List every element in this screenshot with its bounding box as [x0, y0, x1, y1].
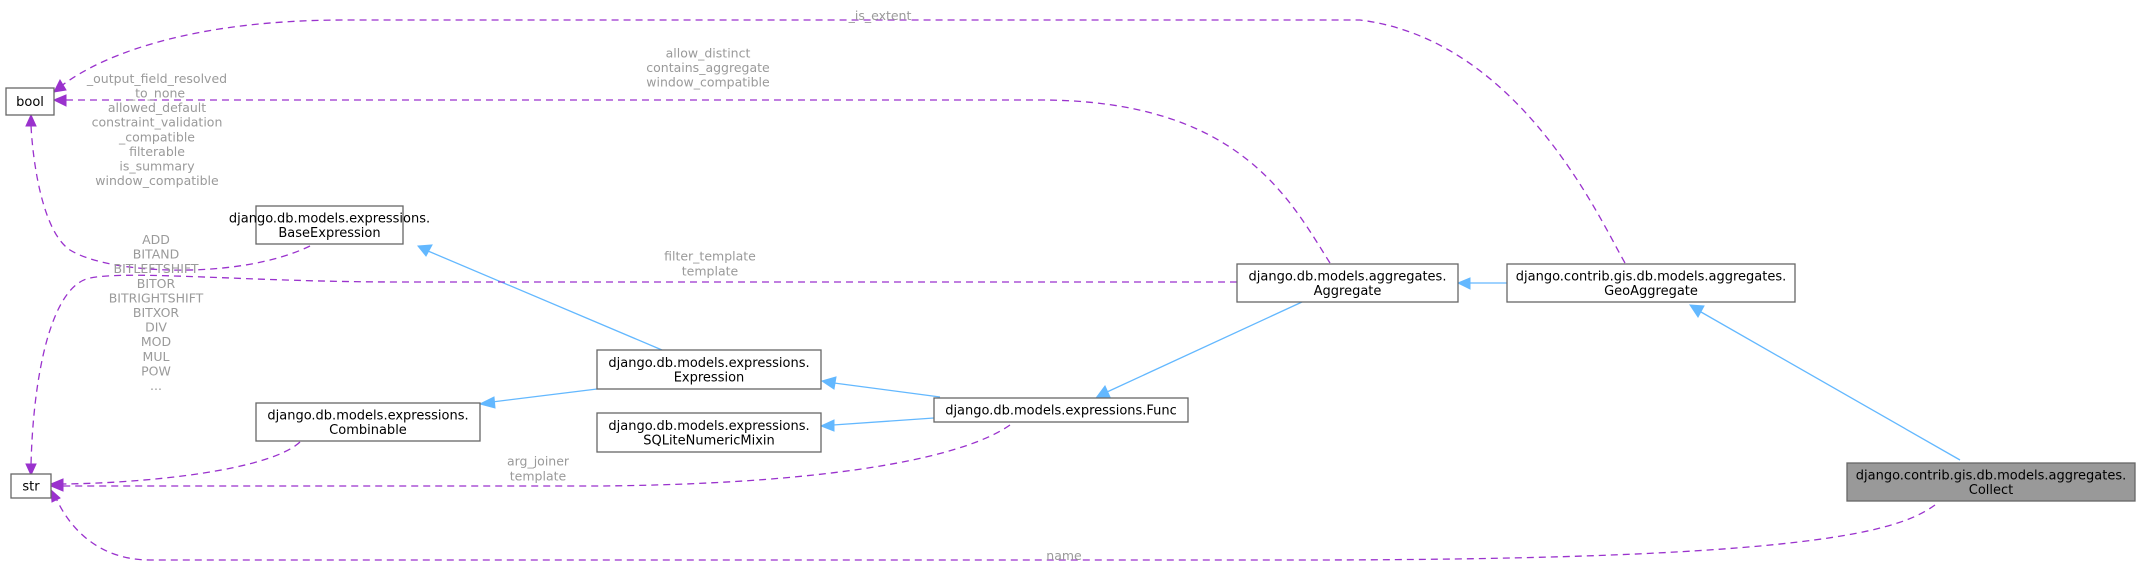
edge-label-baseexpression-bool: _output_field_resolved_to_noneallowed_de…: [86, 71, 227, 188]
inherit-edge-geoaggregate-to-aggregate: [1456, 277, 1507, 290]
edge-label-line: window_compatible: [95, 173, 219, 188]
node-label-line: Expression: [674, 370, 745, 385]
use-edge-baseexpression-to-bool: [25, 113, 311, 271]
edge-label-line: window_compatible: [646, 75, 770, 90]
node-label-line: str: [22, 480, 40, 495]
edge-label-line: ADD: [142, 232, 170, 247]
edge-label-line: allow_distinct: [666, 45, 751, 60]
edge-label-line: POW: [141, 363, 171, 378]
node-label-line: django.db.models.expressions.Func: [945, 404, 1177, 419]
inherit-edge-expression-to-combinable: [478, 388, 598, 409]
node-label-line: Collect: [1969, 483, 2014, 498]
edge-label-is-extent: _is_extent: [848, 8, 912, 23]
edge-label-aggregate-bool: allow_distinctcontains_aggregatewindow_c…: [646, 45, 770, 89]
edge-label-line: allowed_default: [108, 100, 206, 115]
inherit-edge-collect-to-geoaggregate: [1689, 304, 1961, 461]
edge-label-line: _output_field_resolved: [86, 71, 227, 86]
node-base-expression[interactable]: django.db.models.expressions.BaseExpress…: [229, 205, 430, 245]
node-geo-aggregate[interactable]: django.contrib.gis.db.models.aggregates.…: [1506, 263, 1796, 303]
inherit-edge-func-to-expression: [820, 376, 941, 398]
node-bool[interactable]: bool: [5, 87, 55, 116]
node-combinable[interactable]: django.db.models.expressions.Combinable: [255, 402, 481, 442]
edge-label-collect-str: name: [1046, 548, 1082, 563]
node-label-line: SQLiteNumericMixin: [643, 433, 775, 448]
node-expression[interactable]: django.db.models.expressions.Expression: [596, 349, 822, 390]
node-label-line: django.db.models.aggregates.: [1249, 269, 1447, 284]
edge-label-line: _is_extent: [848, 8, 912, 23]
inherit-edge-func-to-sqlitemixin: [819, 417, 935, 432]
node-str[interactable]: str: [10, 473, 52, 499]
node-label-line: django.db.models.expressions.: [608, 419, 809, 434]
node-aggregate[interactable]: django.db.models.aggregates.Aggregate: [1236, 263, 1459, 303]
node-label-line: Aggregate: [1314, 284, 1382, 299]
edge-label-line: BITRIGHTSHIFT: [109, 290, 204, 305]
edge-label-line: is_summary: [119, 159, 195, 174]
node-label-line: GeoAggregate: [1604, 284, 1698, 299]
node-label-line: django.db.models.expressions.: [267, 408, 468, 423]
node-label-line: django.contrib.gis.db.models.aggregates.: [1856, 468, 2127, 483]
use-edge-aggregate-to-str: [25, 274, 1237, 477]
node-label-line: django.db.models.expressions.: [229, 211, 430, 226]
node-func[interactable]: django.db.models.expressions.Func: [933, 397, 1189, 423]
node-label-line: django.contrib.gis.db.models.aggregates.: [1516, 269, 1787, 284]
edge-label-line: DIV: [145, 320, 167, 335]
inherit-edge-expression-to-baseexpression: [417, 244, 663, 351]
use-edge-aggregate-to-bool: [52, 94, 1331, 264]
edge-label-line: _to_none: [128, 86, 186, 101]
edge-label-line: filter_template: [664, 249, 756, 264]
node-label-line: bool: [16, 95, 44, 110]
node-label-line: django.db.models.expressions.: [608, 356, 809, 371]
edge-label-line: BITOR: [137, 276, 176, 291]
inherit-edge-aggregate-to-func: [1094, 301, 1303, 399]
use-edge-func-to-str: [49, 424, 1011, 492]
use-edge-collect-to-str: [50, 488, 1936, 561]
edge-label-line: BITAND: [133, 247, 179, 262]
edge-label-line: name: [1046, 548, 1082, 563]
use-edge-geoaggregate-to-bool: [53, 19, 1626, 264]
edge-label-line: BITXOR: [133, 305, 180, 320]
edge-label-combinable-str: ADDBITANDBITLEFTSHIFTBITORBITRIGHTSHIFTB…: [109, 232, 204, 393]
node-label-line: Combinable: [329, 423, 407, 438]
edge-label-line: template: [682, 263, 739, 278]
node-collect[interactable]: django.contrib.gis.db.models.aggregates.…: [1846, 462, 2136, 502]
edge-label-line: arg_joiner: [507, 454, 570, 469]
edge-label-line: BITLEFTSHIFT: [114, 261, 199, 276]
edge-label-line: MOD: [141, 334, 171, 349]
edge-label-line: filterable: [129, 144, 185, 159]
edge-label-line: MUL: [143, 349, 170, 364]
edge-label-line: constraint_validation: [92, 115, 223, 130]
edge-label-line: _compatible: [118, 129, 195, 144]
edge-label-line: contains_aggregate: [646, 60, 770, 75]
edge-label-line: ...: [150, 378, 162, 393]
node-label-line: BaseExpression: [278, 226, 380, 241]
edge-label-line: template: [510, 468, 567, 483]
node-sqlite-numeric-mixin[interactable]: django.db.models.expressions.SQLiteNumer…: [596, 412, 822, 453]
use-edge-combinable-to-str: [49, 441, 301, 490]
